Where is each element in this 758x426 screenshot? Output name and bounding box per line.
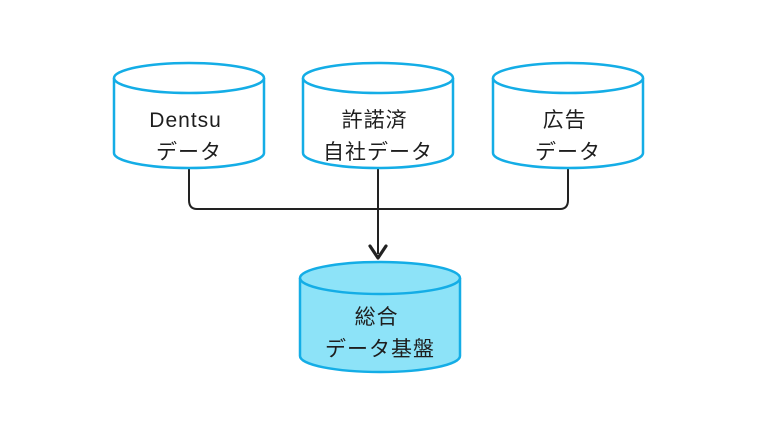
node-label-line2: データ — [156, 141, 222, 164]
node-label-line1: 広告 — [543, 109, 587, 132]
cylinder-integrated-data-platform: 総合 データ基盤 — [298, 260, 462, 374]
cylinder-body — [491, 78, 645, 170]
cylinder-top — [301, 61, 455, 95]
node-label: 許諾済 自社データ — [323, 109, 433, 164]
cylinder-ad-data: 広告 データ — [491, 61, 645, 170]
cylinder-body — [298, 278, 462, 374]
cylinder-dentsu-data: Dentsu データ — [112, 61, 266, 170]
node-label-line2: データ基盤 — [325, 338, 435, 361]
cylinder-top — [112, 61, 266, 95]
node-label-line2: データ — [535, 141, 601, 164]
node-label: 広告 データ — [535, 109, 601, 164]
node-label-line1: 許諾済 — [342, 109, 408, 132]
node-label-line1: 総合 — [355, 306, 399, 329]
node-label: Dentsu データ — [149, 109, 228, 164]
cylinder-body — [301, 78, 455, 170]
cylinder-top — [491, 61, 645, 95]
node-label-line2: 自社データ — [323, 141, 433, 164]
cylinder-licensed-first-party-data: 許諾済 自社データ — [301, 61, 455, 170]
cylinder-top — [298, 260, 462, 296]
node-label: 総合 データ基盤 — [325, 306, 435, 361]
arrow-down-icon — [368, 244, 388, 260]
cylinder-body — [112, 78, 266, 170]
node-label-line1: Dentsu — [149, 109, 222, 132]
